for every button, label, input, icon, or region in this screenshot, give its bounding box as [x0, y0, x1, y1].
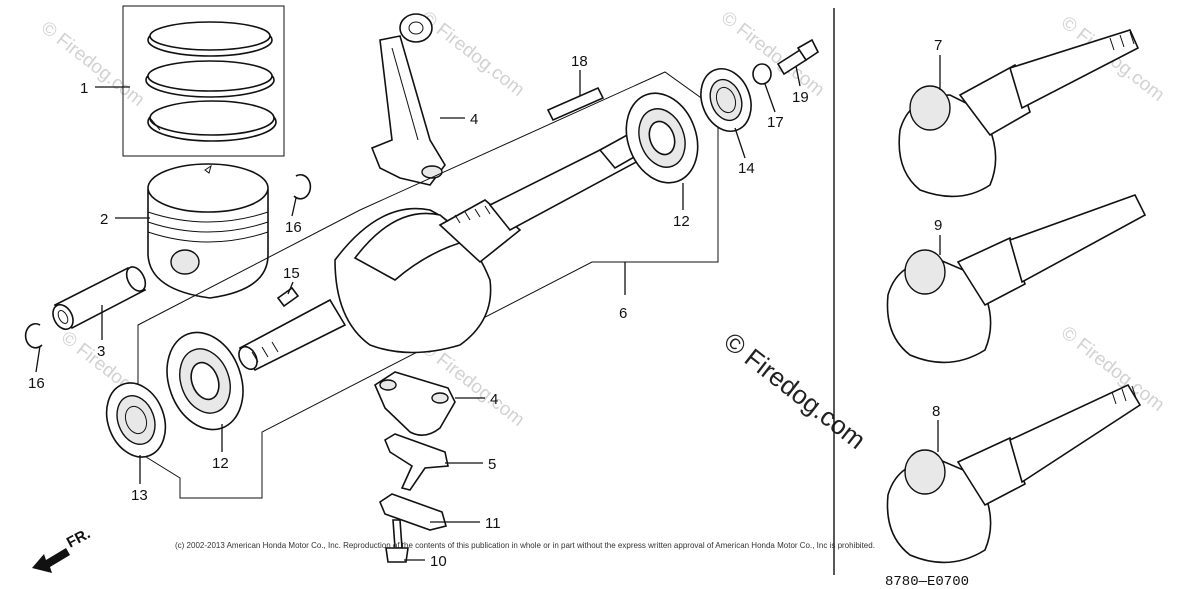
- callout-12-upper: 12: [673, 213, 690, 230]
- diagram-code: 8780—E0700: [885, 574, 969, 589]
- ball-bearing-lower: [166, 331, 244, 431]
- callout-3: 3: [97, 343, 105, 360]
- crankshaft-variant-8: [886, 383, 1142, 564]
- callout-15: 15: [283, 265, 300, 282]
- washer: [752, 63, 772, 85]
- callout-6: 6: [619, 305, 627, 322]
- piston-pin: [52, 266, 147, 331]
- callout-8: 8: [932, 403, 940, 420]
- front-label: FR.: [64, 525, 93, 551]
- key-18: [546, 86, 605, 122]
- callout-14: 14: [738, 160, 755, 177]
- woodruff-key: [276, 286, 300, 308]
- watermark-text: © Firedog.com: [37, 17, 148, 110]
- callout-9: 9: [934, 217, 942, 234]
- callout-1: 1: [80, 80, 88, 97]
- front-direction-indicator: FR.: [32, 525, 93, 573]
- piston-pin-clips: [24, 173, 312, 349]
- watermark-main: © Firedog.com: [718, 326, 871, 455]
- callout-13: 13: [131, 487, 148, 504]
- callout-4-cap: 4: [490, 391, 498, 408]
- callout-5: 5: [488, 456, 496, 473]
- crankshaft-variant-7: [898, 29, 1140, 198]
- callout-11: 11: [485, 515, 501, 532]
- callout-18: 18: [571, 53, 588, 70]
- callout-12-lower: 12: [212, 455, 229, 472]
- copyright-notice: (c) 2002-2013 American Honda Motor Co., …: [175, 541, 875, 550]
- callout-2: 2: [100, 211, 108, 228]
- oil-seal-lower: [105, 382, 167, 458]
- callout-16-lower: 16: [28, 375, 45, 392]
- callout-labels: 1 2 3 4 4 5 6 7 8 9 10 11 12 12 13 14 15…: [28, 37, 942, 570]
- callout-19: 19: [792, 89, 809, 106]
- callout-17: 17: [767, 114, 784, 131]
- callout-10: 10: [430, 553, 447, 570]
- connecting-rod-cap: [373, 371, 456, 436]
- leader-lines: [35, 55, 941, 561]
- crankshaft: [238, 110, 682, 372]
- lock-plate: [379, 493, 447, 531]
- connecting-rod: [370, 13, 446, 186]
- ball-bearing-upper: [625, 92, 699, 184]
- oil-dipper: [383, 433, 449, 491]
- piston-rings: [122, 5, 285, 157]
- crankshaft-variant-9: [886, 194, 1147, 364]
- piston: [147, 163, 269, 299]
- watermark-text: © Firedog.com: [417, 7, 528, 100]
- front-arrow-icon: [32, 548, 70, 573]
- callout-4-rod: 4: [470, 111, 478, 128]
- rod-bolt: [385, 519, 409, 563]
- callout-7: 7: [934, 37, 942, 54]
- oil-seal-upper: [700, 68, 752, 132]
- callout-16-upper: 16: [285, 219, 302, 236]
- bolt-19: [776, 38, 820, 76]
